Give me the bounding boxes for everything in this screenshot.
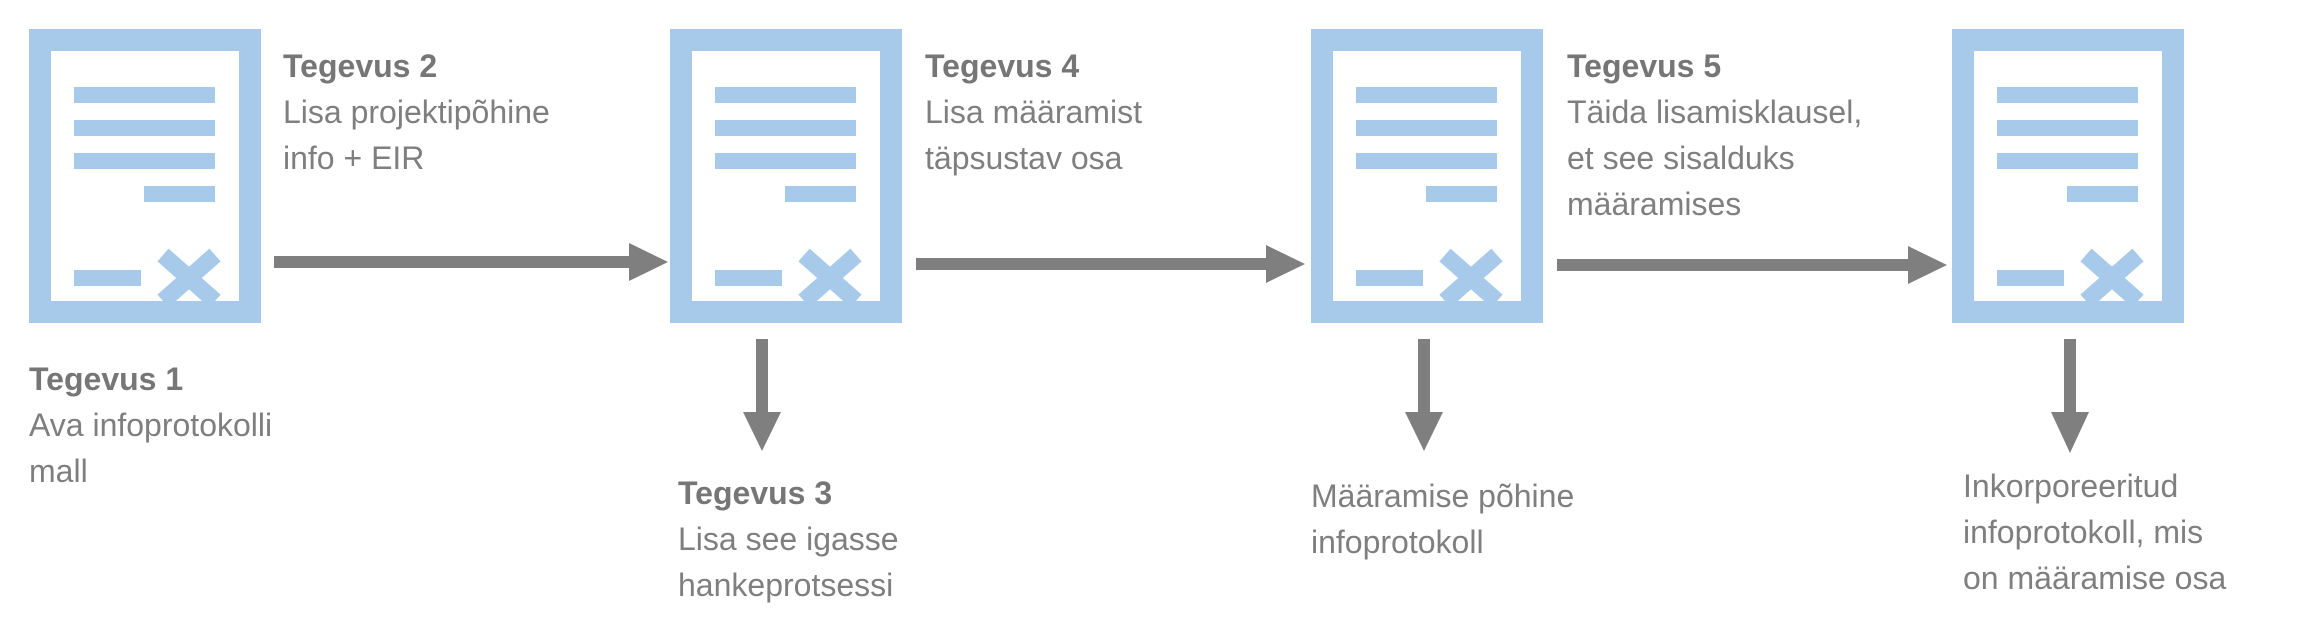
step-title: Tegevus 1 <box>29 361 184 397</box>
step-text: et see sisalduks <box>1567 140 1795 176</box>
output-2-label: Inkorporeeritud infoprotokoll, mis on mä… <box>1963 463 2226 601</box>
step-text: Lisa see igasse <box>678 521 899 557</box>
step-text: Lisa projektipõhine <box>283 94 550 130</box>
step-5-label: Tegevus 5 Täida lisamisklausel, et see s… <box>1567 43 1862 227</box>
arrow-down-1 <box>743 339 781 451</box>
document-icon <box>29 29 261 323</box>
step-text: info + EIR <box>283 140 425 176</box>
document-icon <box>670 29 902 323</box>
step-text: mall <box>29 453 88 489</box>
arrow-down-3 <box>2051 339 2089 453</box>
step-3-label: Tegevus 3 Lisa see igasse hankeprotsessi <box>678 470 899 608</box>
step-title: Tegevus 4 <box>925 48 1080 84</box>
step-text: Lisa määramist <box>925 94 1142 130</box>
output-text: infoprotokoll <box>1311 524 1484 560</box>
output-text: on määramise osa <box>1963 560 2227 596</box>
arrow-right-2 <box>916 245 1305 283</box>
step-text: täpsustav osa <box>925 140 1123 176</box>
output-text: Määramise põhine <box>1311 478 1575 514</box>
step-title: Tegevus 2 <box>283 48 438 84</box>
document-icon <box>1311 29 1543 323</box>
step-text: Täida lisamisklausel, <box>1567 94 1863 130</box>
output-text: Inkorporeeritud <box>1963 468 2179 504</box>
output-1-label: Määramise põhine infoprotokoll <box>1311 473 1574 565</box>
step-text: määramises <box>1567 186 1742 222</box>
step-1-label: Tegevus 1 Ava infoprotokolli mall <box>29 356 272 494</box>
step-2-label: Tegevus 2 Lisa projektipõhine info + EIR <box>283 43 550 181</box>
step-title: Tegevus 3 <box>678 475 833 511</box>
document-icon <box>1952 29 2184 323</box>
step-title: Tegevus 5 <box>1567 48 1722 84</box>
step-text: hankeprotsessi <box>678 567 894 603</box>
step-4-label: Tegevus 4 Lisa määramist täpsustav osa <box>925 43 1142 181</box>
arrow-right-1 <box>274 243 668 281</box>
arrow-down-2 <box>1405 339 1443 451</box>
output-text: infoprotokoll, mis <box>1963 514 2204 550</box>
step-text: Ava infoprotokolli <box>29 407 273 443</box>
arrow-right-3 <box>1557 246 1947 284</box>
